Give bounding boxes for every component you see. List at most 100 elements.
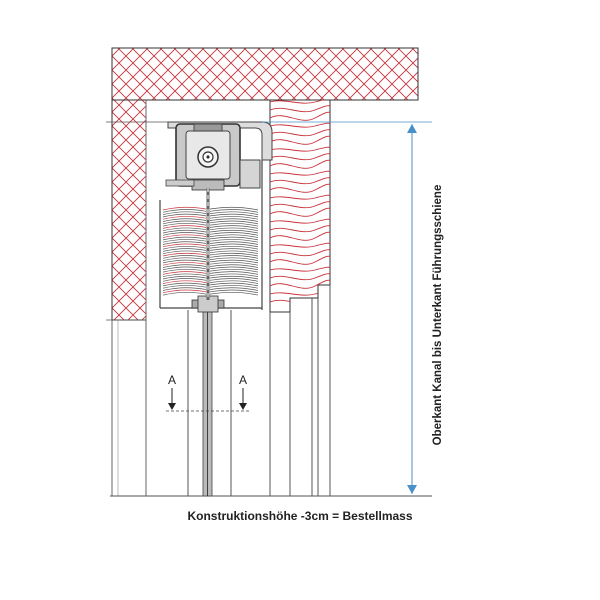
slat-line — [162, 285, 207, 289]
height-dimension: Oberkant Kanal bis Unterkant Führungssch… — [262, 121, 444, 494]
slat-line — [209, 250, 259, 255]
slat-line — [209, 255, 259, 259]
dimension-label: Oberkant Kanal bis Unterkant Führungssch… — [432, 185, 444, 446]
guide-rail — [187, 304, 232, 497]
ceiling-lintel — [111, 47, 419, 101]
slat-line — [209, 264, 259, 268]
wood-grain-line — [270, 255, 330, 265]
slat-line — [209, 275, 259, 280]
section-marker-right: A — [239, 373, 247, 410]
wood-grain-line — [270, 290, 330, 297]
slat-line — [209, 285, 259, 289]
wood-grain-line — [270, 225, 330, 233]
slat-line — [209, 269, 259, 273]
slat-line — [162, 282, 207, 287]
slat-line — [162, 278, 207, 282]
wood-grain-line — [270, 129, 330, 137]
bottom-rail — [191, 188, 225, 313]
slat-line — [209, 289, 259, 294]
slat-line — [162, 216, 207, 220]
slat-line — [162, 289, 207, 294]
slat-line — [209, 282, 259, 287]
slat-line — [209, 223, 259, 227]
svg-text:A: A — [168, 373, 176, 387]
wood-grain-line — [270, 266, 330, 273]
slat-line — [162, 273, 207, 278]
slat-line — [209, 211, 259, 215]
frame-profile-lines — [110, 285, 432, 497]
slat-line — [209, 213, 259, 218]
wood-grain-line — [270, 231, 330, 241]
slat-line — [209, 209, 259, 213]
slat-line — [209, 225, 259, 229]
slat-line — [162, 269, 207, 273]
stacked-slats — [162, 206, 259, 296]
wood-grain-line — [270, 170, 330, 177]
wood-grain-line — [270, 218, 330, 225]
wood-frame — [269, 99, 331, 313]
slat-line — [209, 229, 259, 234]
slat-line — [162, 248, 207, 252]
slat-line — [209, 280, 259, 284]
slat-line — [162, 292, 207, 296]
slat-line — [209, 243, 259, 248]
left-wall — [106, 99, 175, 496]
slat-line — [209, 241, 259, 245]
wood-grain-line — [270, 242, 330, 249]
slat-line — [162, 220, 207, 225]
slat-line — [162, 246, 207, 250]
wood-grain-line — [270, 201, 330, 209]
slat-line — [209, 257, 259, 261]
svg-text:A: A — [239, 373, 247, 387]
slat-line — [209, 234, 259, 238]
slat-line — [162, 213, 207, 218]
slat-line — [209, 246, 259, 250]
wood-grain-line — [270, 146, 330, 153]
slat-line — [162, 266, 207, 271]
wood-grain-line — [270, 111, 330, 121]
slat-line — [209, 236, 259, 241]
wood-grain-line — [270, 207, 330, 217]
section-marker-left: A — [168, 373, 176, 410]
slat-line — [162, 271, 207, 275]
slat-line — [162, 255, 207, 259]
slat-line — [162, 218, 207, 222]
slat-line — [209, 292, 259, 296]
slat-line — [209, 220, 259, 225]
slat-line — [162, 239, 207, 243]
slat-line — [162, 209, 207, 213]
wood-grain-line — [270, 105, 330, 113]
slat-line — [162, 234, 207, 238]
wood-grain-line — [270, 135, 330, 145]
wood-grain-line — [270, 122, 330, 129]
slat-line — [209, 216, 259, 220]
slat-line — [209, 218, 259, 222]
slat-line — [209, 239, 259, 243]
slat-line — [162, 262, 207, 266]
wood-grain-line — [270, 279, 330, 289]
slat-line — [162, 280, 207, 284]
slat-line — [209, 259, 259, 264]
slat-line — [162, 264, 207, 268]
slat-line — [209, 248, 259, 252]
slat-line — [209, 206, 259, 211]
slat-line — [162, 225, 207, 229]
motor-reel-icon — [197, 146, 219, 168]
wood-grain-line — [270, 194, 330, 201]
slat-line — [209, 271, 259, 275]
slat-line — [162, 252, 207, 257]
slat-line — [162, 227, 207, 232]
wood-grain-line — [270, 177, 330, 185]
wood-grain-line — [270, 159, 330, 169]
slat-line — [162, 206, 207, 211]
slat-line — [162, 275, 207, 280]
wood-grain-line — [270, 153, 330, 161]
slat-line — [162, 223, 207, 227]
slat-line — [162, 243, 207, 248]
slat-line — [209, 278, 259, 282]
arrow-down-icon — [239, 388, 247, 410]
slat-line — [209, 232, 259, 236]
slat-line — [162, 229, 207, 234]
arrow-down-icon — [168, 388, 176, 410]
caption: Konstruktionshöhe -3cm = Bestellmass — [187, 509, 413, 523]
